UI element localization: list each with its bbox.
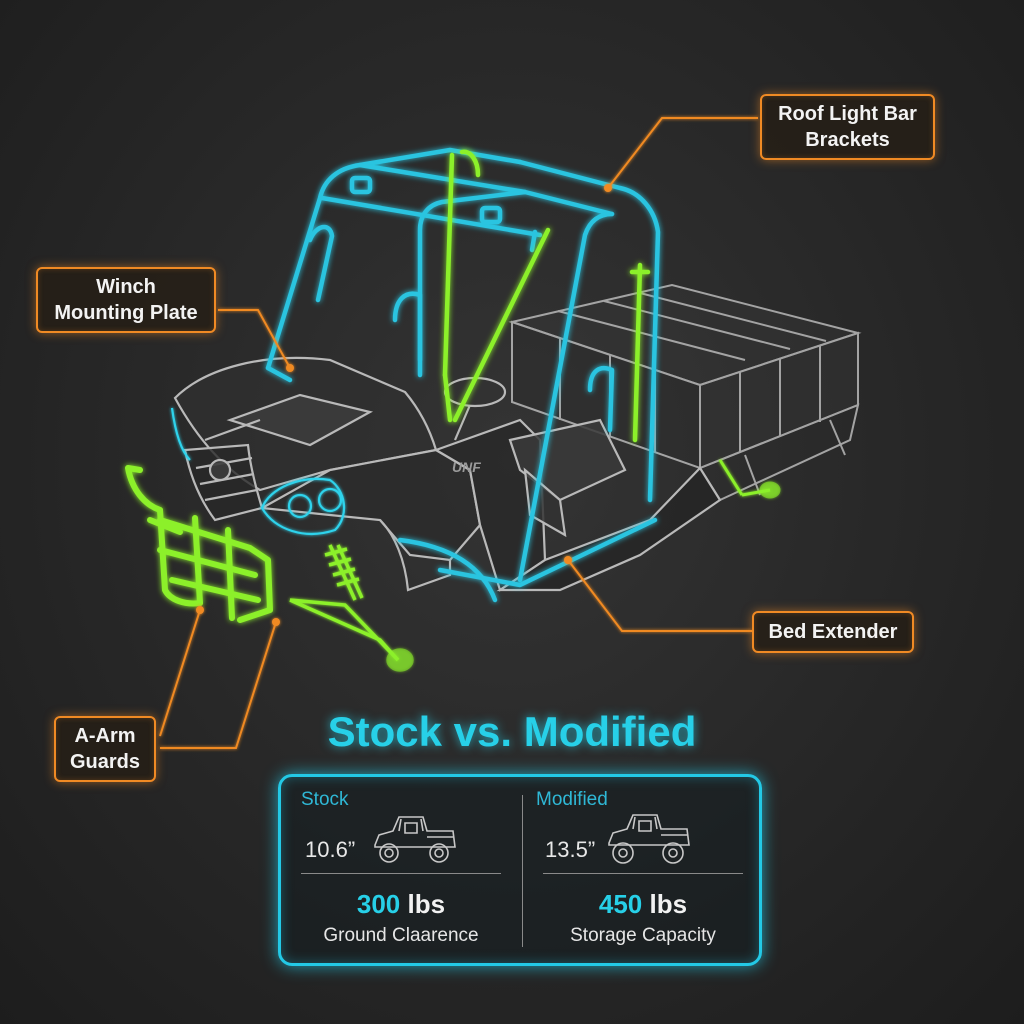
headlights bbox=[170, 407, 346, 535]
callout-line: Roof Light Bar bbox=[778, 103, 917, 125]
modified-stat: 450 lbs bbox=[523, 889, 763, 920]
bed-extender-callout: Bed Extender bbox=[752, 611, 914, 653]
winch-mounting-plate-callout: Winch Mounting Plate bbox=[36, 267, 216, 333]
utv-icon bbox=[608, 814, 690, 864]
stock-stat: 300 lbs bbox=[281, 889, 521, 920]
column-rule bbox=[301, 873, 501, 874]
modified-label: Modified bbox=[536, 789, 608, 810]
roof-light-bar-brackets-callout: Roof Light Bar Brackets bbox=[760, 94, 935, 160]
callout-line: A-Arm bbox=[74, 725, 136, 747]
column-rule bbox=[543, 873, 743, 874]
stock-value: 300 bbox=[356, 889, 401, 919]
modified-column: Modified 13.5” 450 lbs Storage Capacity bbox=[523, 777, 763, 963]
leader-dots bbox=[196, 184, 612, 626]
leader-lines bbox=[159, 117, 758, 749]
stock-unit: lbs bbox=[407, 889, 446, 919]
comparison-title: Stock vs. Modified bbox=[327, 708, 697, 755]
modified-caption: Storage Capacity bbox=[570, 925, 716, 946]
roll-cage bbox=[265, 147, 661, 603]
modified-unit: lbs bbox=[649, 889, 688, 919]
a-arm-guards-callout: A-Arm Guards bbox=[54, 716, 156, 782]
callout-line: Guards bbox=[69, 751, 141, 773]
modified-measure: 13.5” bbox=[545, 837, 596, 862]
front-bumper-guard bbox=[125, 465, 273, 623]
callout-line: Mounting Plate bbox=[54, 302, 198, 324]
utv-icon bbox=[374, 816, 456, 863]
vehicle-body: UNF bbox=[173, 356, 722, 592]
callout-line: Winch bbox=[96, 276, 156, 298]
modified-value: 450 bbox=[598, 889, 643, 919]
stock-measure: 10.6” bbox=[305, 837, 356, 862]
roof-light-bar-brackets-accessory bbox=[442, 149, 651, 443]
callout-line: Bed Extender bbox=[768, 621, 898, 643]
comparison-panel: Stock 10.6” 300 lbs Ground Claarence Mod… bbox=[278, 774, 762, 966]
rear-suspension bbox=[718, 459, 781, 499]
callout-line: Brackets bbox=[805, 129, 890, 151]
stock-caption: Ground Claarence bbox=[323, 925, 479, 946]
vehicle-logo: UNF bbox=[452, 459, 481, 475]
front-suspension bbox=[289, 544, 414, 672]
panel-divider bbox=[522, 795, 523, 947]
stock-column: Stock 10.6” 300 lbs Ground Claarence bbox=[281, 777, 521, 963]
stock-label: Stock bbox=[301, 789, 349, 810]
